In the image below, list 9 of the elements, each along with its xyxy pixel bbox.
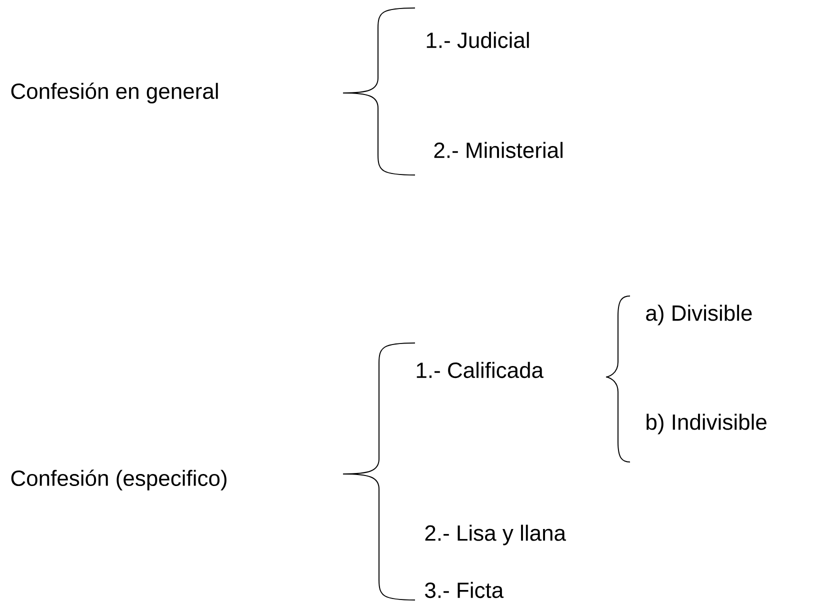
label-text: 1.- Judicial: [426, 32, 529, 48]
label-text: 1.- Calificada: [416, 362, 544, 378]
label-text: Confesión (especifico): [11, 470, 226, 490]
label-text: b) Indivisible: [646, 414, 766, 434]
label-text: 2.- Lisa y llana: [425, 524, 566, 546]
label-text: a) Divisible: [646, 304, 752, 326]
label-text: Confesión en general: [11, 82, 218, 104]
label-text: 3.- Ficta: [425, 582, 504, 598]
label-text: 2.- Ministerial: [434, 142, 562, 158]
